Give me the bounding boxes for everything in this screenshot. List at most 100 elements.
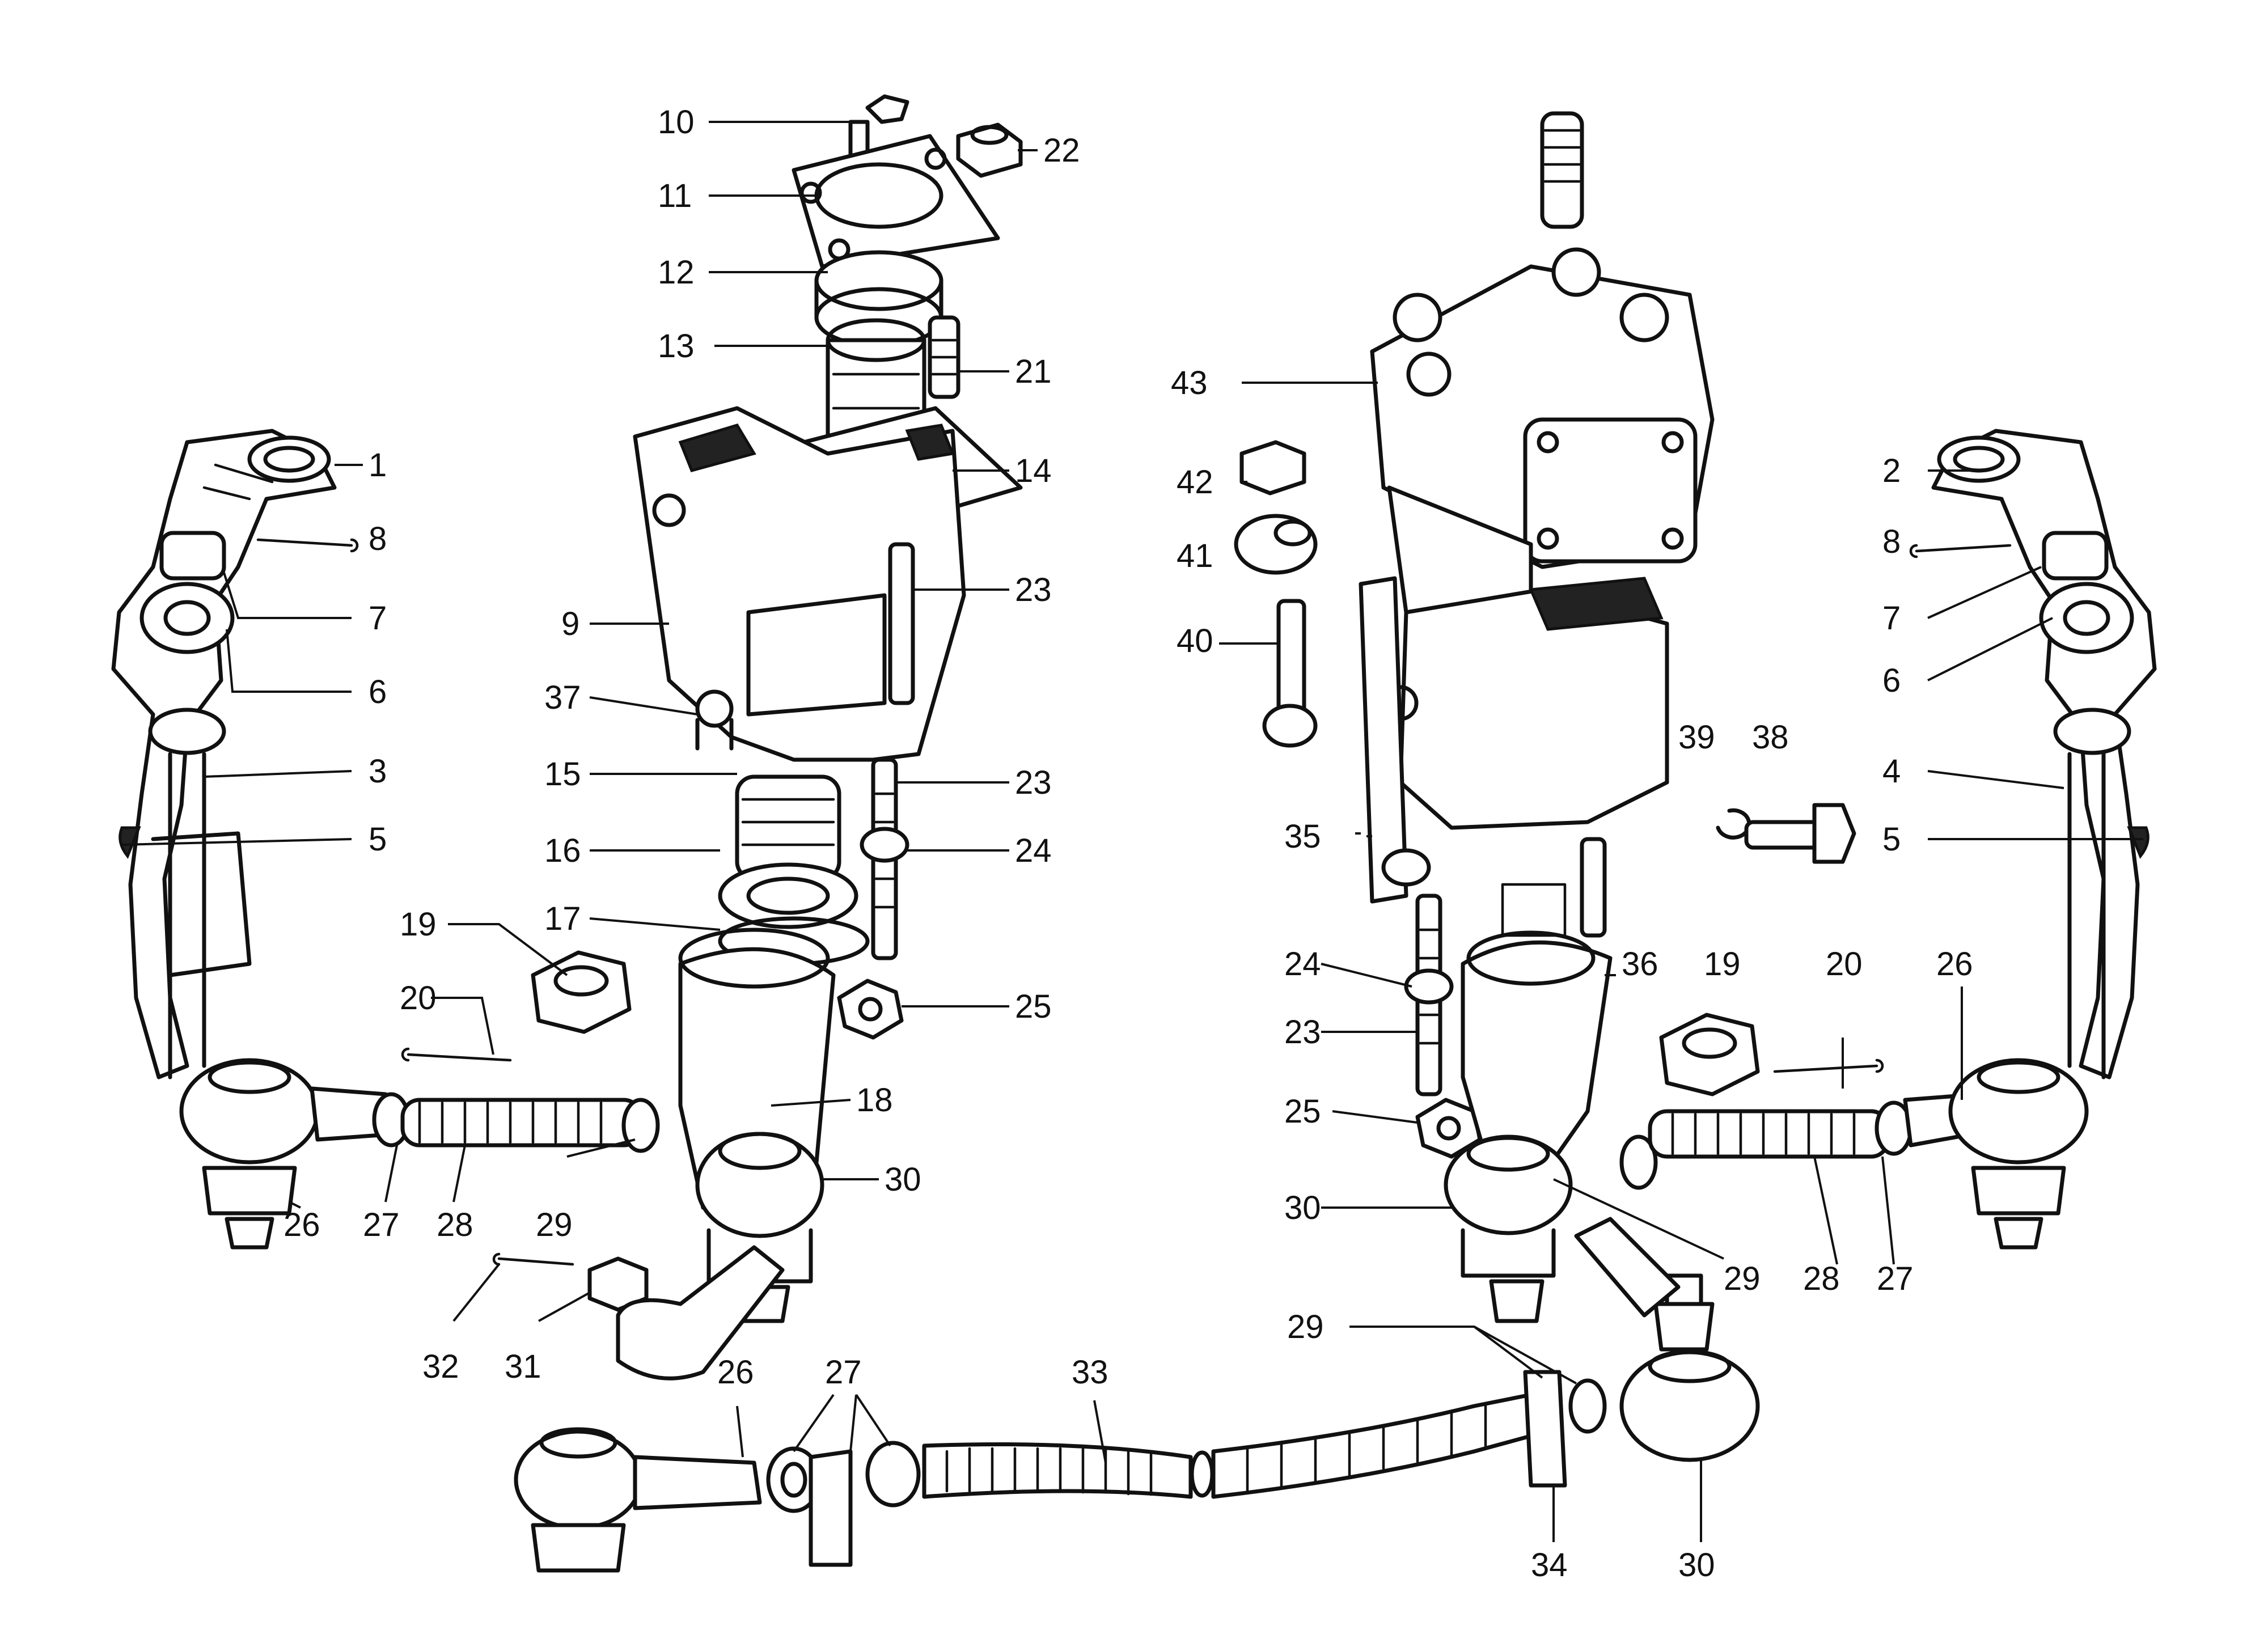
- callout-5b: 5: [1882, 821, 1901, 858]
- castle-nut-19-right: [1659, 1013, 1760, 1096]
- leader-lines: [121, 121, 2143, 1542]
- callout-31: 31: [505, 1348, 541, 1385]
- callout-3: 3: [369, 753, 387, 790]
- callout-27b: 27: [825, 1354, 862, 1391]
- callout-18: 18: [856, 1082, 893, 1119]
- center-tie-rod-end-left: [514, 1427, 762, 1573]
- idler-bracket-9: [633, 406, 966, 762]
- callout-19b: 19: [1704, 946, 1741, 983]
- callout-12: 12: [658, 254, 695, 291]
- callout-20b: 20: [1826, 946, 1863, 983]
- castle-nut-42: [1239, 440, 1306, 496]
- callout-28b: 28: [1803, 1260, 1840, 1297]
- callout-10: 10: [658, 104, 695, 141]
- right-adjuster-tube: [1619, 1092, 1981, 1190]
- callout-40: 40: [1177, 623, 1213, 659]
- callout-21: 21: [1015, 353, 1052, 390]
- center-rod-33: [922, 1392, 1539, 1499]
- spacer-41: [1234, 514, 1318, 575]
- callout-7a: 7: [369, 600, 387, 637]
- callout-14: 14: [1015, 452, 1052, 489]
- callout-8a: 8: [369, 520, 387, 557]
- callout-6a: 6: [369, 674, 387, 710]
- callout-4: 4: [1882, 753, 1901, 790]
- callout-27c: 27: [1877, 1260, 1914, 1297]
- ball-joint-30-right: [1444, 1134, 1573, 1323]
- callout-16: 16: [544, 832, 581, 869]
- callout-34: 34: [1531, 1547, 1568, 1584]
- clamp-27-center: [766, 1441, 921, 1567]
- callout-42: 42: [1177, 464, 1213, 501]
- bracket-34: [1523, 1370, 1607, 1488]
- callout-29a: 29: [536, 1206, 573, 1243]
- callout-9: 9: [561, 606, 579, 642]
- center-tie-rod-end-right-30: [1619, 1273, 1760, 1462]
- callout-23b: 23: [1015, 764, 1052, 801]
- callout-29c: 29: [1724, 1260, 1761, 1297]
- callout-17: 17: [544, 900, 581, 937]
- washer-24-right: [1404, 968, 1454, 1005]
- callout-labels: 10 22 11 12 13 21 14 9 23 37 15 23 16 24…: [284, 104, 1973, 1584]
- callout-37: 37: [544, 679, 581, 716]
- bolt-40: [1262, 599, 1318, 748]
- callout-8b: 8: [1882, 523, 1901, 560]
- callout-27a: 27: [363, 1206, 400, 1243]
- callout-30c: 30: [1284, 1189, 1321, 1226]
- callout-6b: 6: [1882, 662, 1901, 699]
- left-adjuster-tube: [310, 1086, 660, 1153]
- bolt-38: [1744, 803, 1856, 864]
- callout-38: 38: [1752, 719, 1789, 756]
- callout-19a: 19: [400, 906, 437, 943]
- input-shaft: [1540, 111, 1584, 229]
- callout-26a: 26: [284, 1206, 320, 1243]
- right-cotter-pin-8: [1909, 544, 2012, 558]
- nut-22: [956, 122, 1023, 178]
- callout-5a: 5: [369, 821, 387, 858]
- callout-11: 11: [658, 177, 692, 214]
- stud-21: [928, 315, 960, 399]
- ball-joint-30-center: [695, 1132, 824, 1323]
- callout-32: 32: [422, 1348, 459, 1385]
- callout-25a: 25: [1015, 988, 1052, 1025]
- callout-23a: 23: [1015, 571, 1052, 608]
- callout-39: 39: [1678, 719, 1715, 756]
- callout-2: 2: [1882, 452, 1901, 489]
- callout-41: 41: [1177, 537, 1213, 574]
- callout-28a: 28: [437, 1206, 473, 1243]
- washer-24-left: [860, 827, 909, 863]
- pitman-arm-36: [1461, 883, 1613, 1170]
- right-kingpin-parts: [2039, 531, 2149, 1079]
- callout-33: 33: [1072, 1354, 1108, 1391]
- callout-23c: 23: [1284, 1014, 1321, 1051]
- callout-24a: 24: [1015, 832, 1052, 869]
- callout-26b: 26: [717, 1354, 754, 1391]
- split-pin-20-right: [1773, 1059, 1884, 1073]
- nut-25-left: [837, 979, 904, 1040]
- castle-nut-31: [587, 1256, 649, 1312]
- callout-30b: 30: [1678, 1547, 1715, 1584]
- left-steering-knuckle: [111, 429, 337, 1079]
- steering-box-body: [1382, 485, 1669, 830]
- seal-16: [718, 862, 858, 929]
- stud-37: [695, 689, 734, 751]
- castle-nut-19-left: [531, 950, 632, 1034]
- callout-36: 36: [1622, 946, 1658, 983]
- callout-20a: 20: [400, 980, 437, 1017]
- callout-7b: 7: [1882, 600, 1901, 637]
- right-steering-knuckle: [1931, 429, 2157, 1079]
- callout-15: 15: [544, 756, 581, 793]
- callout-43: 43: [1171, 365, 1208, 401]
- split-pin-20-left: [401, 1047, 512, 1062]
- callout-35: 35: [1284, 818, 1321, 855]
- cotter-pin-32: [492, 1252, 574, 1266]
- callout-24b: 24: [1284, 946, 1321, 983]
- steering-box-43: [1370, 247, 1715, 569]
- right-tie-rod-end-26: [1948, 1058, 2089, 1250]
- callout-1: 1: [369, 447, 387, 484]
- callout-22: 22: [1043, 132, 1080, 169]
- drop-arm-center: [616, 1245, 785, 1381]
- callout-30a: 30: [885, 1161, 921, 1198]
- callout-26c: 26: [1936, 946, 1973, 983]
- left-kingpin-parts: [119, 531, 252, 1079]
